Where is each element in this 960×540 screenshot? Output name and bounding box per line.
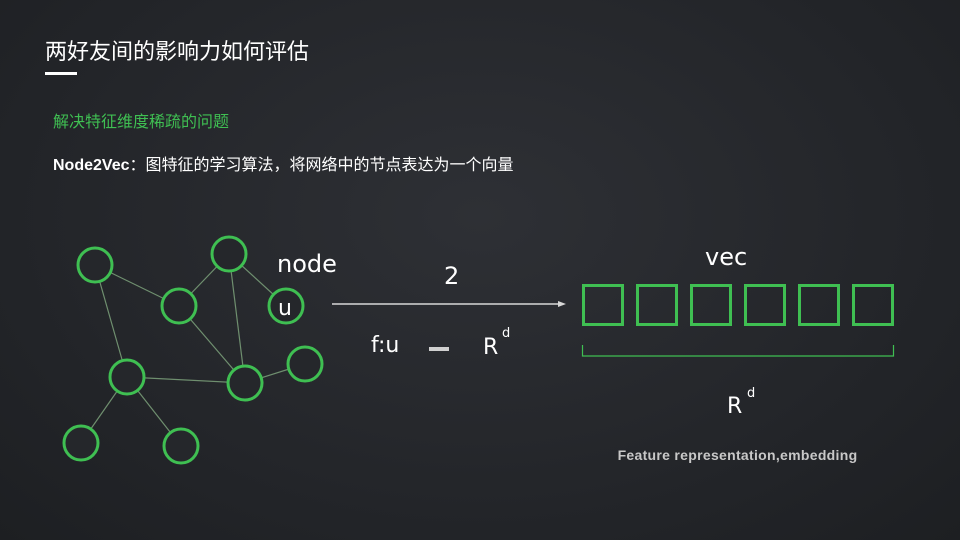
slide-subtitle: 解决特征维度稀疏的问题 bbox=[53, 114, 230, 131]
graph-node bbox=[162, 427, 200, 465]
graph-node bbox=[160, 287, 198, 325]
vector-cell bbox=[636, 284, 678, 326]
graph-edges bbox=[80, 253, 306, 447]
main-arrow-head bbox=[558, 301, 566, 307]
vector-cell bbox=[798, 284, 840, 326]
vector-cell bbox=[582, 284, 624, 326]
graph-node bbox=[267, 287, 305, 325]
space-label: R bbox=[727, 394, 742, 419]
vector-bracket bbox=[581, 345, 895, 357]
title-underline bbox=[45, 72, 77, 75]
vector-cell bbox=[744, 284, 786, 326]
graph-nodes bbox=[62, 235, 324, 465]
graph-edge bbox=[126, 376, 246, 384]
space-sup: d bbox=[747, 386, 755, 401]
vector-cell bbox=[690, 284, 732, 326]
graph-node bbox=[76, 246, 114, 284]
slide-description: Node2Vec：图特征的学习算法，将网络中的节点表达为一个向量 bbox=[53, 151, 514, 175]
vector-cells bbox=[582, 284, 894, 326]
graph-edge bbox=[228, 253, 246, 384]
arrow-label: 2 bbox=[444, 262, 459, 290]
mapping-arrow-icon bbox=[429, 347, 449, 351]
node-label: node bbox=[277, 250, 337, 278]
description-text: ：图特征的学习算法，将网络中的节点表达为一个向量 bbox=[129, 157, 514, 174]
graph-node bbox=[210, 235, 248, 273]
graph-node bbox=[108, 358, 146, 396]
graph-node bbox=[226, 364, 264, 402]
mapping-sup: d bbox=[502, 326, 510, 341]
vector-cell bbox=[852, 284, 894, 326]
caption: Feature representation,embedding bbox=[617, 447, 858, 463]
graph-node bbox=[62, 424, 100, 462]
mapping-to: R bbox=[483, 335, 498, 360]
description-term: Node2Vec bbox=[53, 157, 130, 174]
mapping-from: f:u bbox=[371, 333, 399, 358]
slide-title: 两好友间的影响力如何评估 bbox=[45, 39, 310, 64]
graph-edge bbox=[94, 264, 128, 378]
vec-label: vec bbox=[705, 243, 747, 271]
graph-node bbox=[286, 345, 324, 383]
u-label: u bbox=[278, 296, 292, 321]
